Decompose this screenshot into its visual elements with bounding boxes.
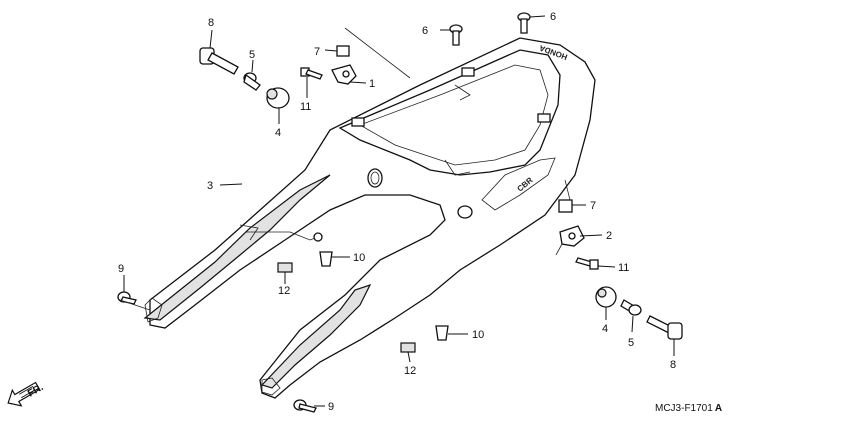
pad-12-bottom [400,342,416,353]
callout-10-upper: 10 [353,252,365,264]
pad-12-left [277,262,293,273]
bolt-8-left [199,47,239,75]
nut-7-right [558,199,573,213]
callout-11-right: 11 [618,262,629,274]
callout-2: 2 [606,230,612,242]
callout-12-left: 12 [278,285,290,297]
grommet-4-left [266,87,290,109]
callout-8-right: 8 [670,359,676,371]
bracket-2 [555,225,585,256]
callout-4-right: 4 [602,323,608,335]
screw-11-right [575,257,599,270]
diagram-code-suffix: A [715,403,722,414]
callout-7-right: 7 [590,200,596,212]
collar-5-right [620,299,642,316]
callout-8-left: 8 [208,17,214,29]
front-label: FR. [26,382,46,400]
callout-5-left: 5 [249,49,255,61]
callout-9-left: 9 [118,263,124,275]
rear-cowl: CBR HONDA [143,37,596,399]
callout-11-left: 11 [300,101,311,113]
screw-11-left [300,67,323,80]
diagram-code-main: MCJ3-F1701 [655,403,713,414]
callout-1: 1 [369,78,375,90]
bolt-9-bottom [293,399,317,413]
callout-4-left: 4 [275,127,281,139]
callout-6-right: 6 [550,11,556,23]
screw-6-right [517,12,531,34]
callout-7-left: 7 [314,46,320,58]
bracket-1 [331,64,357,85]
callout-9-bottom: 9 [328,401,334,413]
leader-lines [119,15,675,407]
callout-5-right: 5 [628,337,634,349]
grommet-4-right [595,286,617,308]
nut-7-left [336,45,350,57]
callout-6-center: 6 [422,25,428,37]
front-arrow [7,381,41,407]
clip-10-lower [435,325,449,341]
collar-5-left [243,72,261,91]
screw-6-center [449,24,463,46]
callout-10-lower: 10 [472,329,484,341]
bolt-8-right [646,315,683,340]
callout-labels: 8 5 4 7 11 1 6 6 3 9 12 10 7 2 11 4 5 8 … [118,11,676,413]
callout-12-bottom: 12 [404,365,416,377]
clip-10-upper [319,251,333,267]
bolt-9-left [117,291,137,305]
callout-3: 3 [207,180,213,192]
